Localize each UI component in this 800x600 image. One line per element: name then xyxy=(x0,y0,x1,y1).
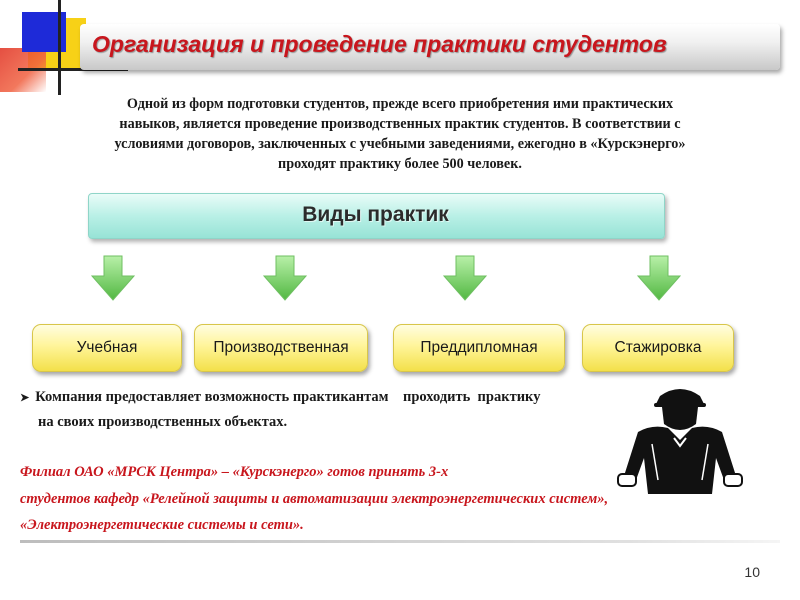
triangle-bullet-icon: ➤ xyxy=(20,392,30,404)
intro-line: Одной из форм подготовки студентов, преж… xyxy=(126,96,674,112)
page-number: 10 xyxy=(744,564,760,580)
bullet-text-continued: на своих производственных объектах. xyxy=(38,414,288,430)
title-bar xyxy=(80,24,780,70)
worker-silhouette-icon xyxy=(617,389,743,494)
types-heading-box xyxy=(88,193,665,239)
intro-paragraph: Одной из форм подготовки студентов, преж… xyxy=(20,94,780,174)
arrow-down-icon xyxy=(90,255,136,301)
practice-type-production: Производственная xyxy=(194,324,368,372)
practice-type-internship: Стажировка xyxy=(582,324,734,372)
intro-line: проходят практику более 500 человек. xyxy=(278,156,522,172)
arrow-down-icon xyxy=(442,255,488,301)
offer-line: Филиал ОАО «МРСК Центра» – «Курскэнерго»… xyxy=(20,464,449,480)
practice-type-prediploma: Преддипломная xyxy=(393,324,565,372)
offer-line: студентов кафедр «Релейной защиты и авто… xyxy=(20,491,609,507)
arrow-down-icon xyxy=(262,255,308,301)
bullet-text: Компания предоставляет возможность практ… xyxy=(35,389,541,405)
offer-line: «Электроэнергетические системы и сети». xyxy=(20,517,304,533)
intro-line: навыков, является проведение производств… xyxy=(119,116,681,132)
types-heading: Виды практик xyxy=(302,203,449,226)
intro-line: условиями договоров, заключенных с учебн… xyxy=(114,136,686,152)
arrow-down-icon xyxy=(636,255,682,301)
bullet-item: ➤ Компания предоставляет возможность прак… xyxy=(20,389,540,406)
footer-divider xyxy=(20,540,780,543)
corner-decoration-line xyxy=(58,0,61,95)
slide-title: Организация и проведение практики студен… xyxy=(92,31,667,57)
practice-type-educational: Учебная xyxy=(32,324,182,372)
corner-decoration-line xyxy=(18,68,128,71)
